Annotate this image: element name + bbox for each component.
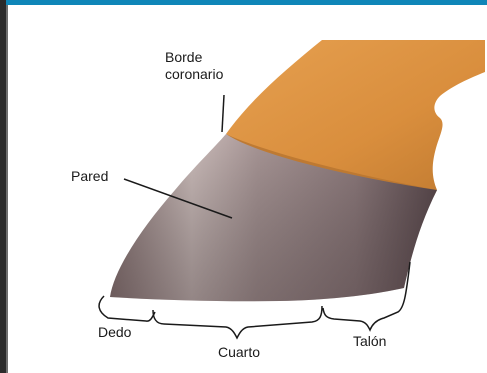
toe-label: Dedo (98, 324, 131, 341)
coronary-pointer-line (222, 95, 224, 132)
toe-bracket (99, 296, 155, 321)
coronary-band-label: Borde coronario (165, 49, 245, 83)
coronary-band-label-line1: Borde (165, 49, 245, 66)
wall-label: Pared (71, 168, 108, 185)
quarter-label: Cuarto (218, 344, 260, 361)
coronary-band-label-line2: coronario (165, 66, 245, 83)
heel-label: Talón (353, 333, 386, 350)
quarter-bracket (153, 306, 322, 338)
